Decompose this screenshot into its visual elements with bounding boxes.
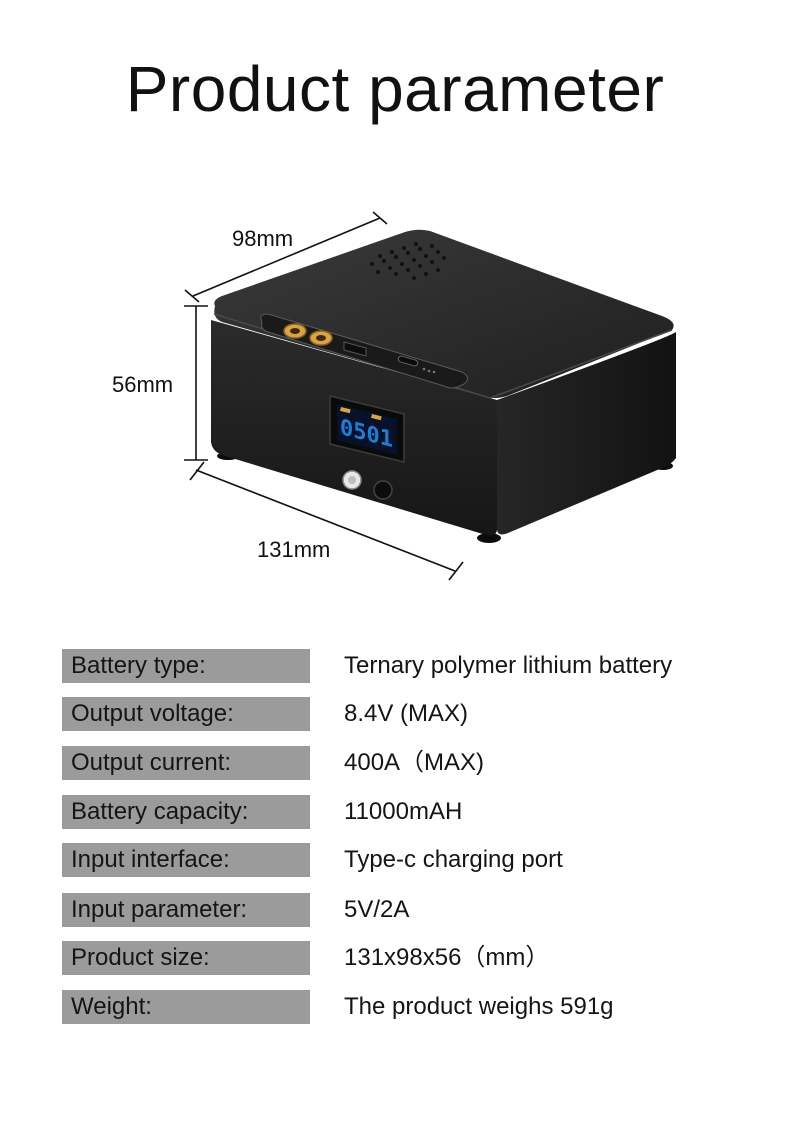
depth-dimension-line [184,211,388,303]
spec-row-output-voltage: Output voltage: 8.4V (MAX) [62,697,742,731]
spec-value: Ternary polymer lithium battery [344,652,673,679]
spec-label: Product size: [62,941,310,975]
speaker-grille [370,242,446,280]
spec-label: Battery capacity: [62,795,310,829]
spec-row-input-interface: Input interface: Type-c charging port [62,843,742,877]
spec-value: 5V/2A [344,896,410,923]
spec-value: 131x98x56（mm） [344,944,550,971]
spec-row-weight: Weight: The product weighs 591g [62,990,742,1024]
height-dimension-line [184,305,208,461]
spec-row-product-size: Product size: 131x98x56（mm） [62,941,742,975]
spec-value: 400A（MAX) [344,749,485,776]
height-label: 56mm [112,372,174,397]
spec-label: Input parameter: [62,893,310,927]
spec-row-battery-capacity: Battery capacity: 11000mAH [62,795,742,829]
spec-label: Weight: [62,990,310,1024]
spec-value: 11000mAH [344,798,463,825]
spec-value: 8.4V (MAX) [344,700,469,727]
depth-label: 98mm [232,226,294,251]
spec-label: Battery type: [62,649,310,683]
spec-row-input-parameter: Input parameter: 5V/2A [62,893,742,927]
spec-label: Output voltage: [62,697,310,731]
product-illustration: 0501 [184,211,676,581]
spec-label: Input interface: [62,843,310,877]
device-body: 0501 [211,229,676,543]
spec-label: Output current: [62,746,310,780]
spec-row-battery-type: Battery type: Ternary polymer lithium ba… [62,649,742,683]
width-label: 131mm [257,537,331,562]
page-title: Product parameter [125,53,665,125]
spec-value: Type-c charging port [344,846,563,873]
spec-row-output-current: Output current: 400A（MAX) [62,746,742,780]
spec-value: The product weighs 591g [344,993,614,1020]
width-dimension-line [189,461,464,581]
